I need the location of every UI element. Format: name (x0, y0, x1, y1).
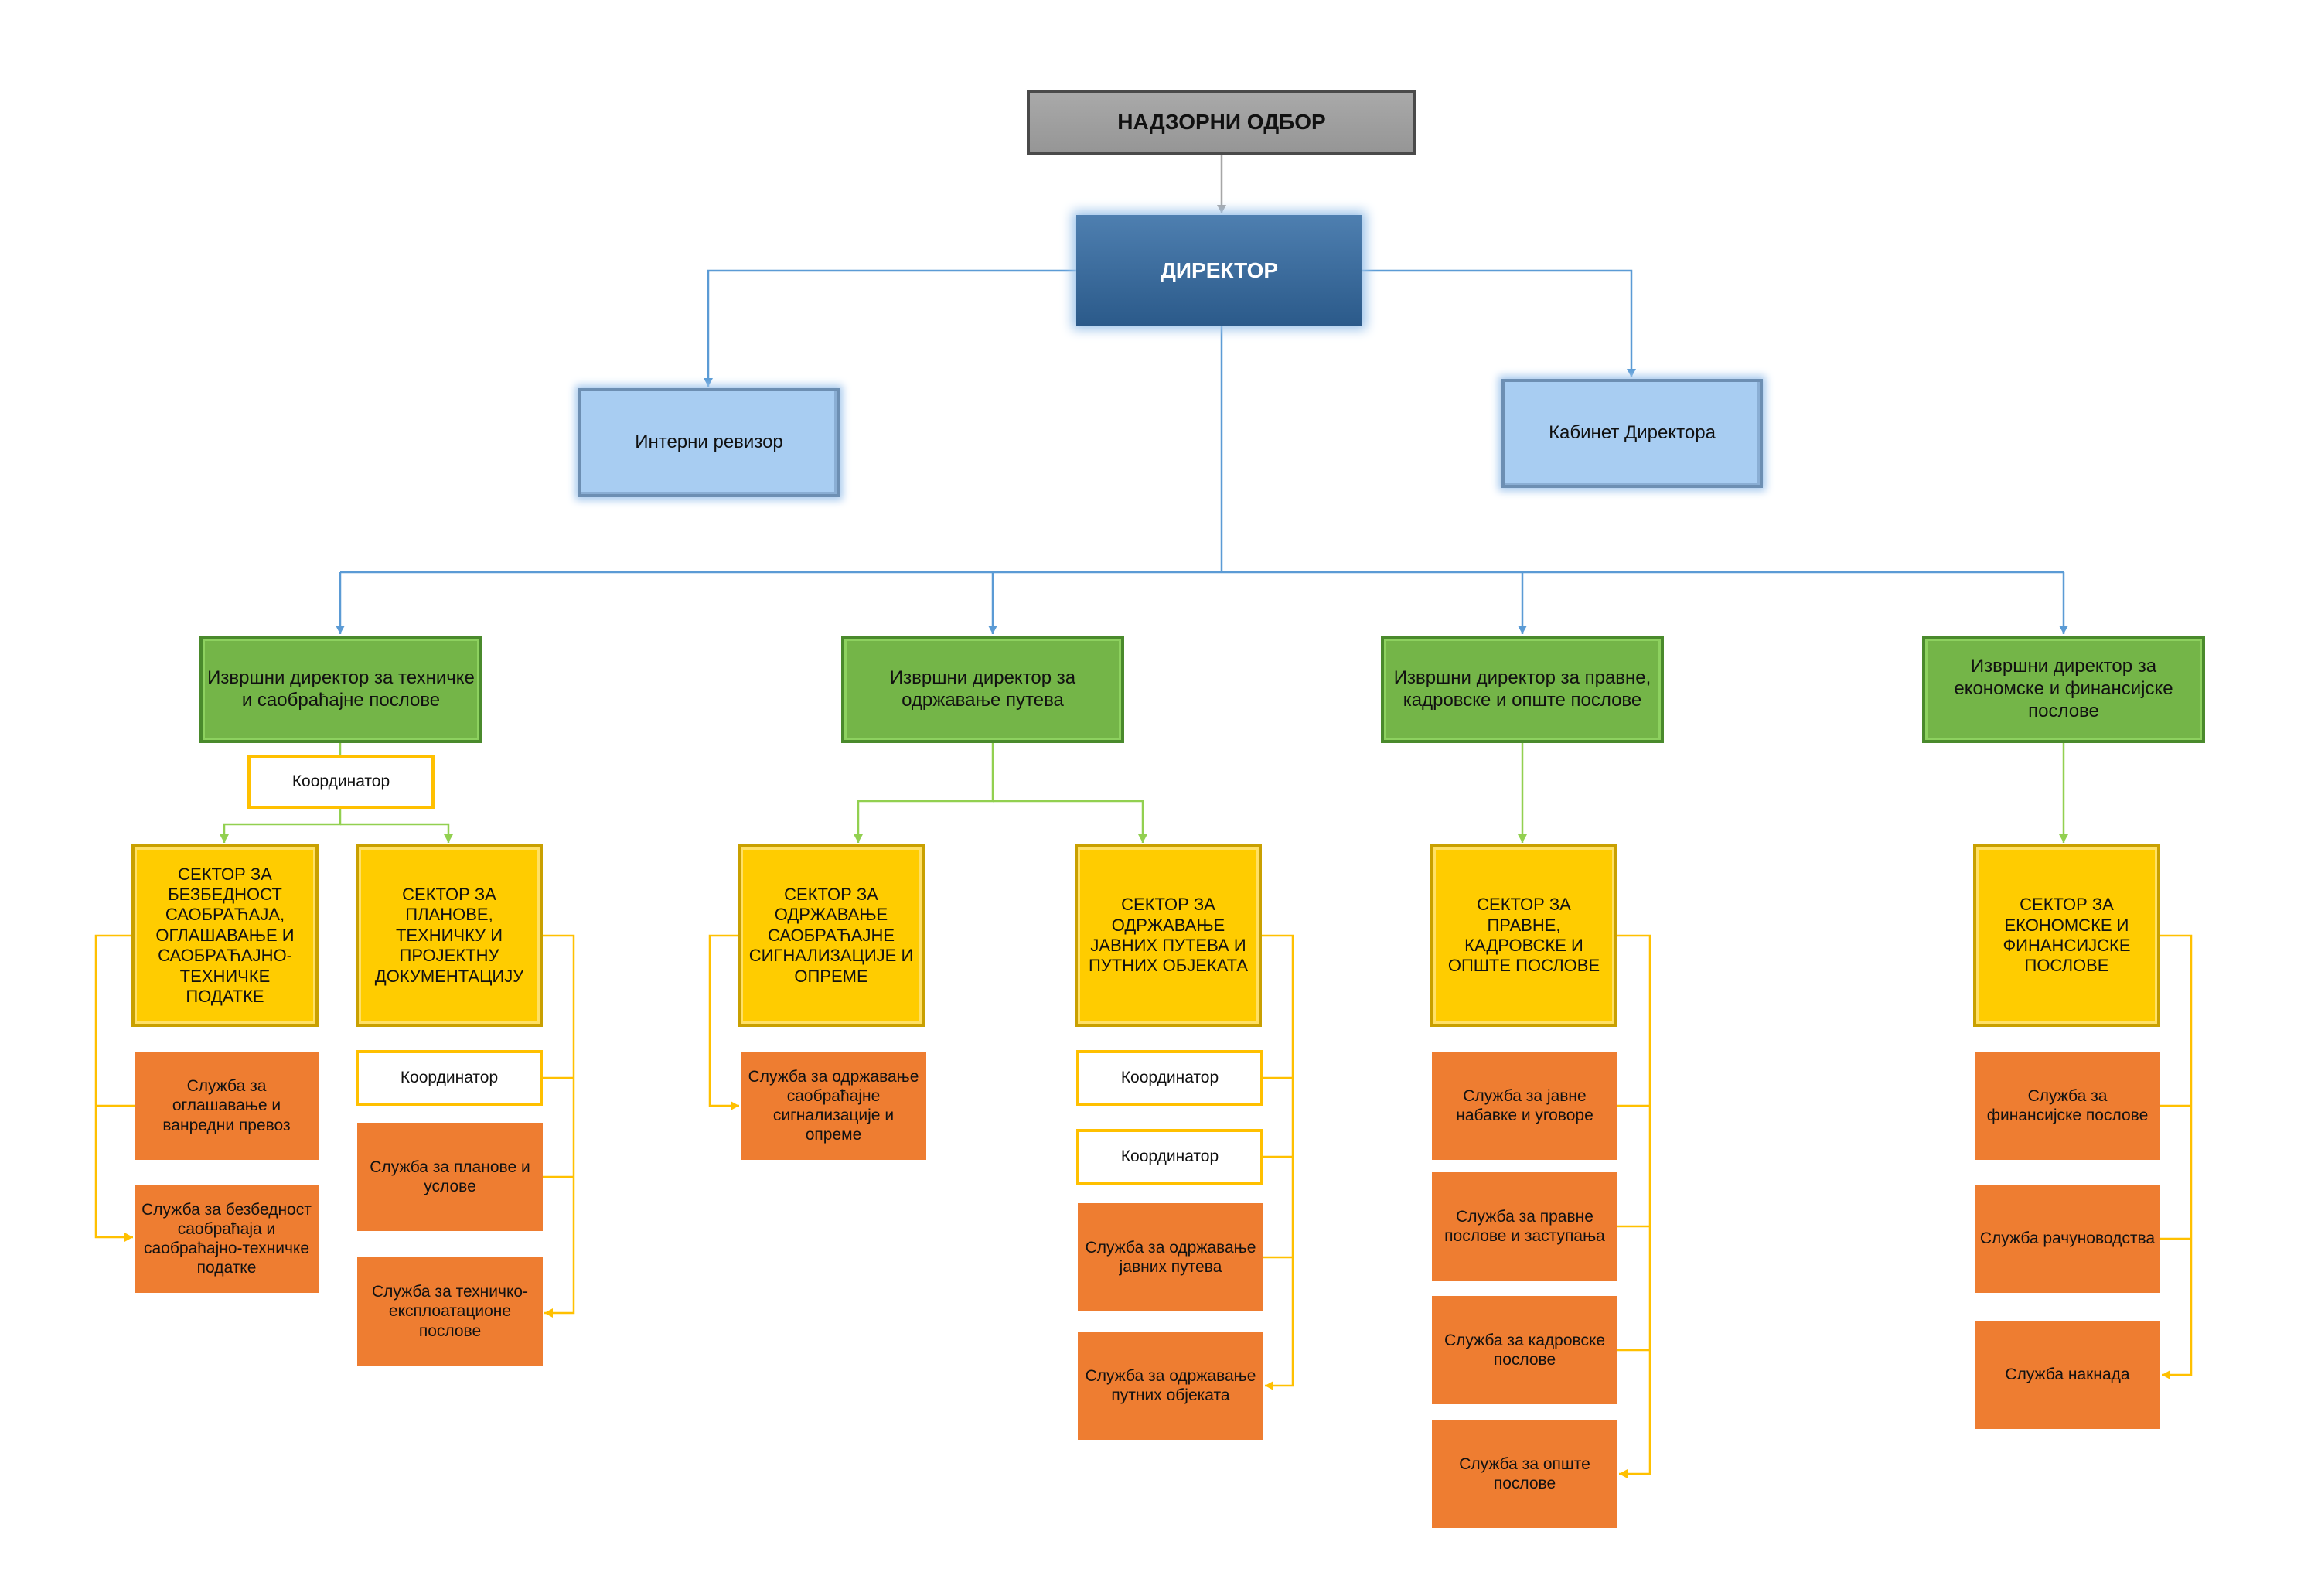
service-hr: Служба за кадровске послове (1432, 1296, 1617, 1404)
connector-plans-services-arrowhead (544, 1308, 553, 1318)
connector-coordinator-sector-safety-arrowhead (220, 834, 229, 843)
connector-exec-roads-arrowhead (988, 626, 997, 634)
connector-roads-sector-public-roads (993, 800, 1144, 843)
service-plans: Служба за планове и услове (357, 1123, 543, 1231)
connector-roads-services-arrowhead (1265, 1381, 1273, 1390)
connector-safety-services (94, 934, 133, 1239)
connector-exec-legal-arrowhead (1518, 626, 1527, 634)
service-fees: Служба накнада (1975, 1321, 2160, 1429)
connector-director-cabinet-arrowhead (1627, 369, 1636, 377)
exec-director-legal: Извршни директор за правне, кадровске и … (1381, 636, 1664, 743)
connector-economic-sector-arrowhead (2059, 834, 2068, 843)
exec-director-technical: Извршни директор за техничке и саобраћај… (199, 636, 482, 743)
service-general: Служба за опште послове (1432, 1420, 1617, 1528)
connector-legal-services (1617, 934, 1651, 1475)
connector-coordinator-sector-plans (340, 823, 450, 843)
sector-public-roads: СЕКТОР ЗА ОДРЖАВАЊЕ ЈАВНИХ ПУТЕВА И ПУТН… (1075, 844, 1262, 1027)
service-finance: Служба за финансијске послове (1975, 1052, 2160, 1160)
connector-exec-economic-arrowhead (2059, 626, 2068, 634)
connector-legal-sector-arrowhead (1518, 834, 1527, 843)
exec-director-economic: Извршни директор за економске и финансиј… (1922, 636, 2205, 743)
connector-director-cabinet (1362, 269, 1633, 377)
connector-roads-sector-signal (857, 743, 994, 843)
service-tech-exploitation: Служба за техничко-експлоатационе послов… (357, 1257, 543, 1366)
connector-director-auditor-arrowhead (704, 378, 713, 387)
sector-signalization: СЕКТОР ЗА ОДРЖАВАЊЕ САОБРАЋАЈНЕ СИГНАЛИЗ… (738, 844, 925, 1027)
connector-economic-services-arrowhead (2162, 1370, 2170, 1379)
service-road-objects: Служба за одржавање путних објеката (1078, 1332, 1263, 1440)
director: ДИРЕКТОР (1076, 215, 1362, 326)
sector-plans-documentation: СЕКТОР ЗА ПЛАНОВЕ, ТЕХНИЧКУ И ПРОЈЕКТНУ … (356, 844, 543, 1027)
connector-signal-service (708, 934, 739, 1107)
supervisory-board: НАДЗОРНИ ОДБОР (1027, 90, 1416, 155)
connector-signal-service-arrowhead (731, 1101, 739, 1110)
coordinator-technical: Координатор (247, 755, 435, 809)
coordinator-plans: Координатор (356, 1050, 543, 1106)
service-accounting: Служба рачуноводства (1975, 1185, 2160, 1293)
service-procurement: Служба за јавне набавке и уговоре (1432, 1052, 1617, 1160)
coordinator-roads-2: Координатор (1076, 1129, 1263, 1185)
connector-coordinator-sector-plans-arrowhead (444, 834, 453, 843)
coordinator-roads-1: Координатор (1076, 1050, 1263, 1106)
exec-director-roads: Извршни директор за одржавање путева (841, 636, 1124, 743)
connector-economic-services (2160, 934, 2193, 1376)
connector-board-director-arrowhead (1217, 205, 1226, 213)
connector-coordinator-sector-safety (223, 809, 342, 843)
service-public-roads: Служба за одржавање јавних путева (1078, 1203, 1263, 1311)
service-traffic-safety: Служба за безбедност саобраћаја и саобра… (135, 1185, 319, 1293)
connector-plans-services (543, 934, 575, 1315)
sector-traffic-safety: СЕКТОР ЗА БЕЗБЕДНОСТ САОБРАЋАЈА, ОГЛАШАВ… (131, 844, 319, 1027)
connector-safety-services-arrowhead (124, 1233, 133, 1242)
connector-exec-technical-arrowhead (336, 626, 345, 634)
connector-roads-sector-signal-arrowhead (854, 834, 863, 843)
connector-director-auditor (707, 269, 1076, 387)
sector-legal-hr: СЕКТОР ЗА ПРАВНЕ, КАДРОВСКЕ И ОПШТЕ ПОСЛ… (1430, 844, 1617, 1027)
service-signalization: Служба за одржавање саобраћајне сигнализ… (741, 1052, 926, 1160)
service-advertising: Служба за оглашавање и ванредни превоз (135, 1052, 319, 1160)
internal-auditor: Интерни ревизор (578, 388, 840, 497)
connector-roads-sector-public-roads-arrowhead (1138, 834, 1147, 843)
service-legal: Служба за правне послове и заступања (1432, 1172, 1617, 1281)
director-cabinet: Кабинет Директора (1501, 379, 1763, 488)
sector-economic-finance: СЕКТОР ЗА ЕКОНОМСКЕ И ФИНАНСИЈСКЕ ПОСЛОВ… (1973, 844, 2160, 1027)
connector-legal-services-arrowhead (1619, 1469, 1628, 1478)
connector-roads-services (1262, 934, 1294, 1387)
